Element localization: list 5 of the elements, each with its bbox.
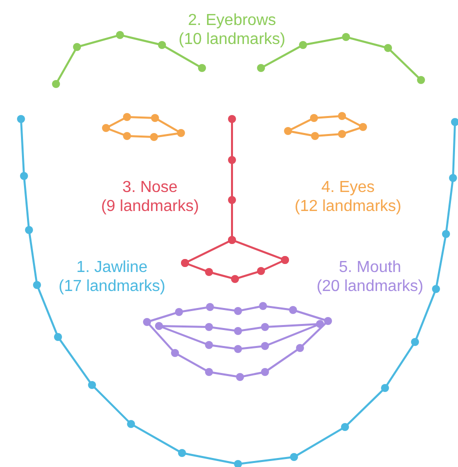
group-label: 3. Nose (9 landmarks)	[100, 178, 200, 216]
group-label: 5. Mouth (20 landmarks)	[316, 258, 424, 296]
group-label: 4. Eyes (12 landmarks)	[294, 178, 402, 216]
group-label: 1. Jawline (17 landmarks)	[58, 258, 166, 296]
group-label: 2. Eyebrows (10 landmarks)	[178, 11, 286, 49]
